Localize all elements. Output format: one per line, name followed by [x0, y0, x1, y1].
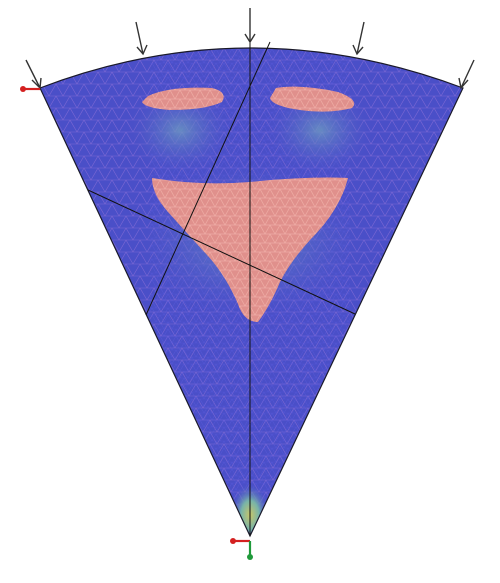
top-left-pin-support [20, 86, 40, 92]
arrow-left-mid [135, 21, 148, 56]
section-line-diagonal-shallow [87, 189, 356, 315]
arrow-right-edge [458, 59, 475, 90]
section-line-diagonal-steep [145, 41, 271, 316]
wedge-outline [39, 47, 464, 538]
arrow-right-mid [352, 21, 365, 56]
apex-pin-support [230, 538, 253, 560]
load-arrows [25, 8, 475, 90]
arrow-left-edge [25, 59, 42, 90]
section-lines [87, 40, 356, 536]
arrow-center [244, 8, 256, 44]
